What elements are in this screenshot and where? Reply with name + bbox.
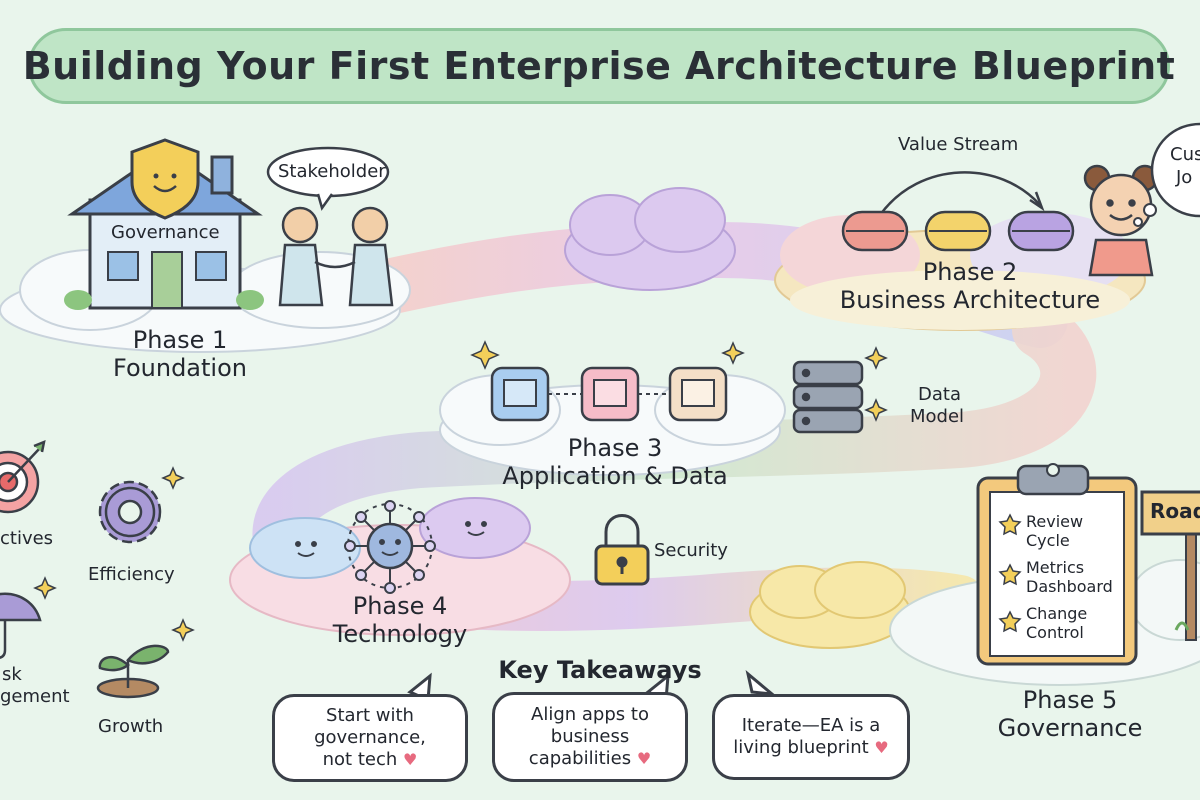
risk-umbrella-icon (0, 592, 42, 659)
roadmap-label: Road (1150, 499, 1200, 523)
objectives-label: ctives (0, 528, 54, 549)
page-title: Building Your First Enterprise Architect… (22, 44, 1176, 88)
phase-2-number: Phase 2 (922, 258, 1018, 286)
customer-journey-label-2: Jo (1176, 167, 1193, 188)
efficiency-gear-icon (98, 480, 162, 544)
checklist-item-metrics: Metrics Dashboard (1026, 558, 1113, 596)
stakeholder-handshake-icon (278, 206, 394, 307)
phase-1-name: Foundation (113, 354, 247, 382)
key-takeaways-heading: Key Takeaways (498, 656, 702, 684)
takeaway-bubble-1: Start with governance, not tech ♥ (272, 694, 468, 782)
takeaway-bubble-2: Align apps to business capabilities ♥ (492, 692, 688, 782)
security-lock-icon (594, 514, 650, 586)
customer-journey-thought-bubble (1133, 122, 1200, 227)
checklist-item-change: Change Control (1026, 604, 1088, 642)
heart-icon: ♥ (636, 749, 652, 768)
phase-3-name: Application & Data (502, 462, 728, 490)
phase-1-label: Phase 1 Foundation (80, 326, 280, 382)
shield-icon (130, 138, 200, 220)
capability-pill-purple (1007, 210, 1075, 252)
smiling-cloud-faces (295, 521, 487, 557)
phase-2-name: Business Architecture (839, 286, 1101, 314)
phase-2-label: Phase 2 Business Architecture (820, 258, 1120, 314)
customer-journey-label-1: Cus (1170, 144, 1200, 165)
sparkle-icons (33, 340, 888, 642)
checklist-item-review: Review Cycle (1026, 512, 1084, 550)
title-banner: Building Your First Enterprise Architect… (23, 28, 1175, 104)
phase-3-label: Phase 3 Application & Data (480, 434, 750, 490)
efficiency-label: Efficiency (88, 564, 175, 585)
heart-icon: ♥ (403, 750, 418, 769)
cloud-yellow (749, 561, 911, 649)
data-model-label-2: Model (910, 406, 965, 427)
target-arrow-icon (0, 439, 46, 514)
phase-5-name: Governance (997, 714, 1143, 742)
stakeholder-speech-bubble (266, 146, 390, 211)
capability-pill-red (841, 210, 909, 252)
governance-house-label: Governance (111, 222, 220, 243)
phase-5-number: Phase 5 (1022, 686, 1118, 714)
takeaway-bubble-3: Iterate—EA is a living blueprint ♥ (712, 694, 910, 780)
capability-pill-yellow (924, 210, 992, 252)
cloud-purple (564, 187, 736, 291)
heart-icon: ♥ (874, 738, 889, 757)
value-stream-arrow-icon (878, 171, 1045, 216)
risk-management-label-1: sk (2, 664, 22, 685)
phase-5-label: Phase 5 Governance (970, 686, 1170, 742)
growth-label: Growth (98, 716, 164, 737)
phase-3-number: Phase 3 (567, 434, 663, 462)
growth-sprout-icon (96, 644, 170, 699)
database-server-icon (792, 360, 864, 434)
value-stream-label: Value Stream (898, 134, 1019, 155)
cloud-phase4 (229, 497, 571, 636)
governance-clipboard-icon (976, 463, 1138, 666)
data-model-label-1: Data (918, 384, 961, 405)
security-label: Security (654, 540, 728, 561)
network-hub-icon (344, 500, 436, 594)
phase-4-label: Phase 4 Technology (300, 592, 500, 648)
risk-management-label-2: gement (0, 686, 70, 707)
roadmap-signpost-icon (1140, 490, 1200, 641)
phase-4-number: Phase 4 (352, 592, 448, 620)
phase-4-name: Technology (332, 620, 468, 648)
application-blocks-icon (490, 366, 728, 422)
stakeholder-label: Stakeholder (278, 161, 386, 182)
phase-1-number: Phase 1 (132, 326, 228, 354)
